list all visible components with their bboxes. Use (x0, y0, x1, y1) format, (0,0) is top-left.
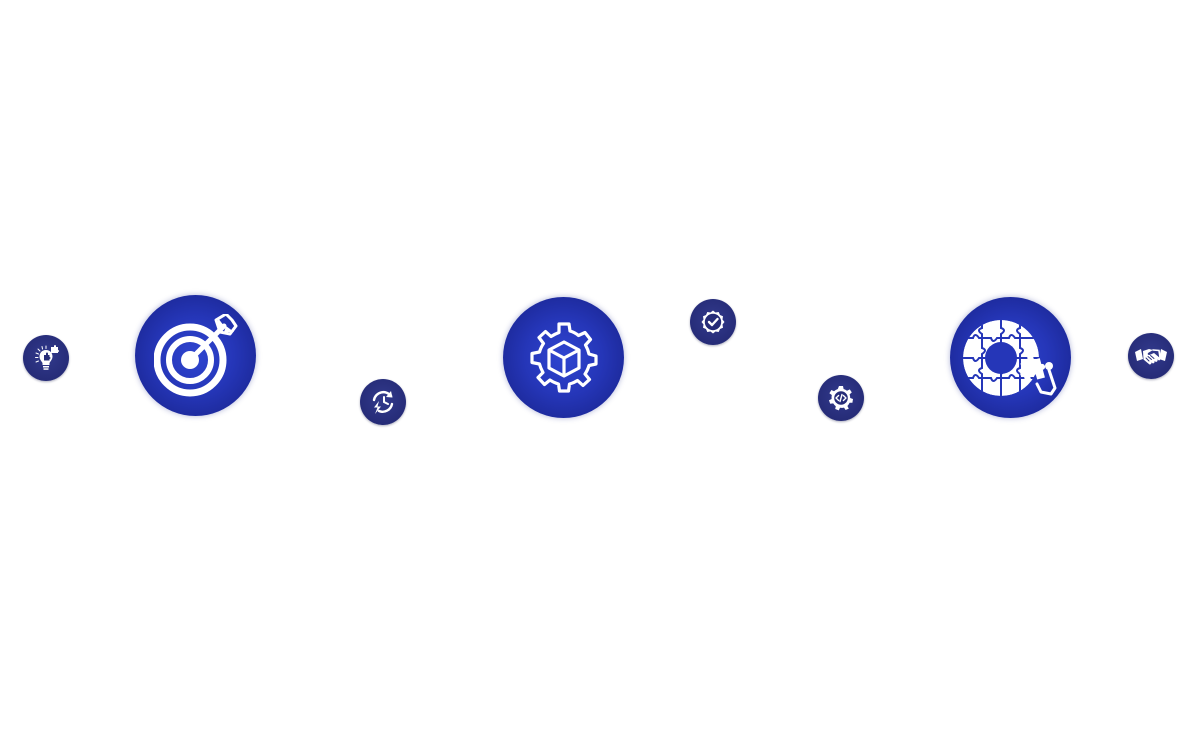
target-arrow-icon (153, 313, 237, 396)
lightbulb-puzzle-icon (35, 345, 59, 370)
gear-box-icon (529, 321, 598, 393)
node-target (135, 295, 256, 416)
check-badge-icon (701, 310, 725, 334)
node-integration (950, 297, 1071, 418)
node-idea (23, 335, 69, 381)
puzzle-circle-icon (962, 319, 1056, 396)
node-refresh (360, 379, 406, 425)
clock-refresh-bolt-icon (372, 390, 394, 414)
node-quality (690, 299, 736, 345)
handshake-icon (1135, 349, 1167, 365)
node-product (503, 297, 624, 418)
node-development (818, 375, 864, 421)
node-partnership (1128, 333, 1174, 379)
gear-code-icon (829, 386, 853, 411)
